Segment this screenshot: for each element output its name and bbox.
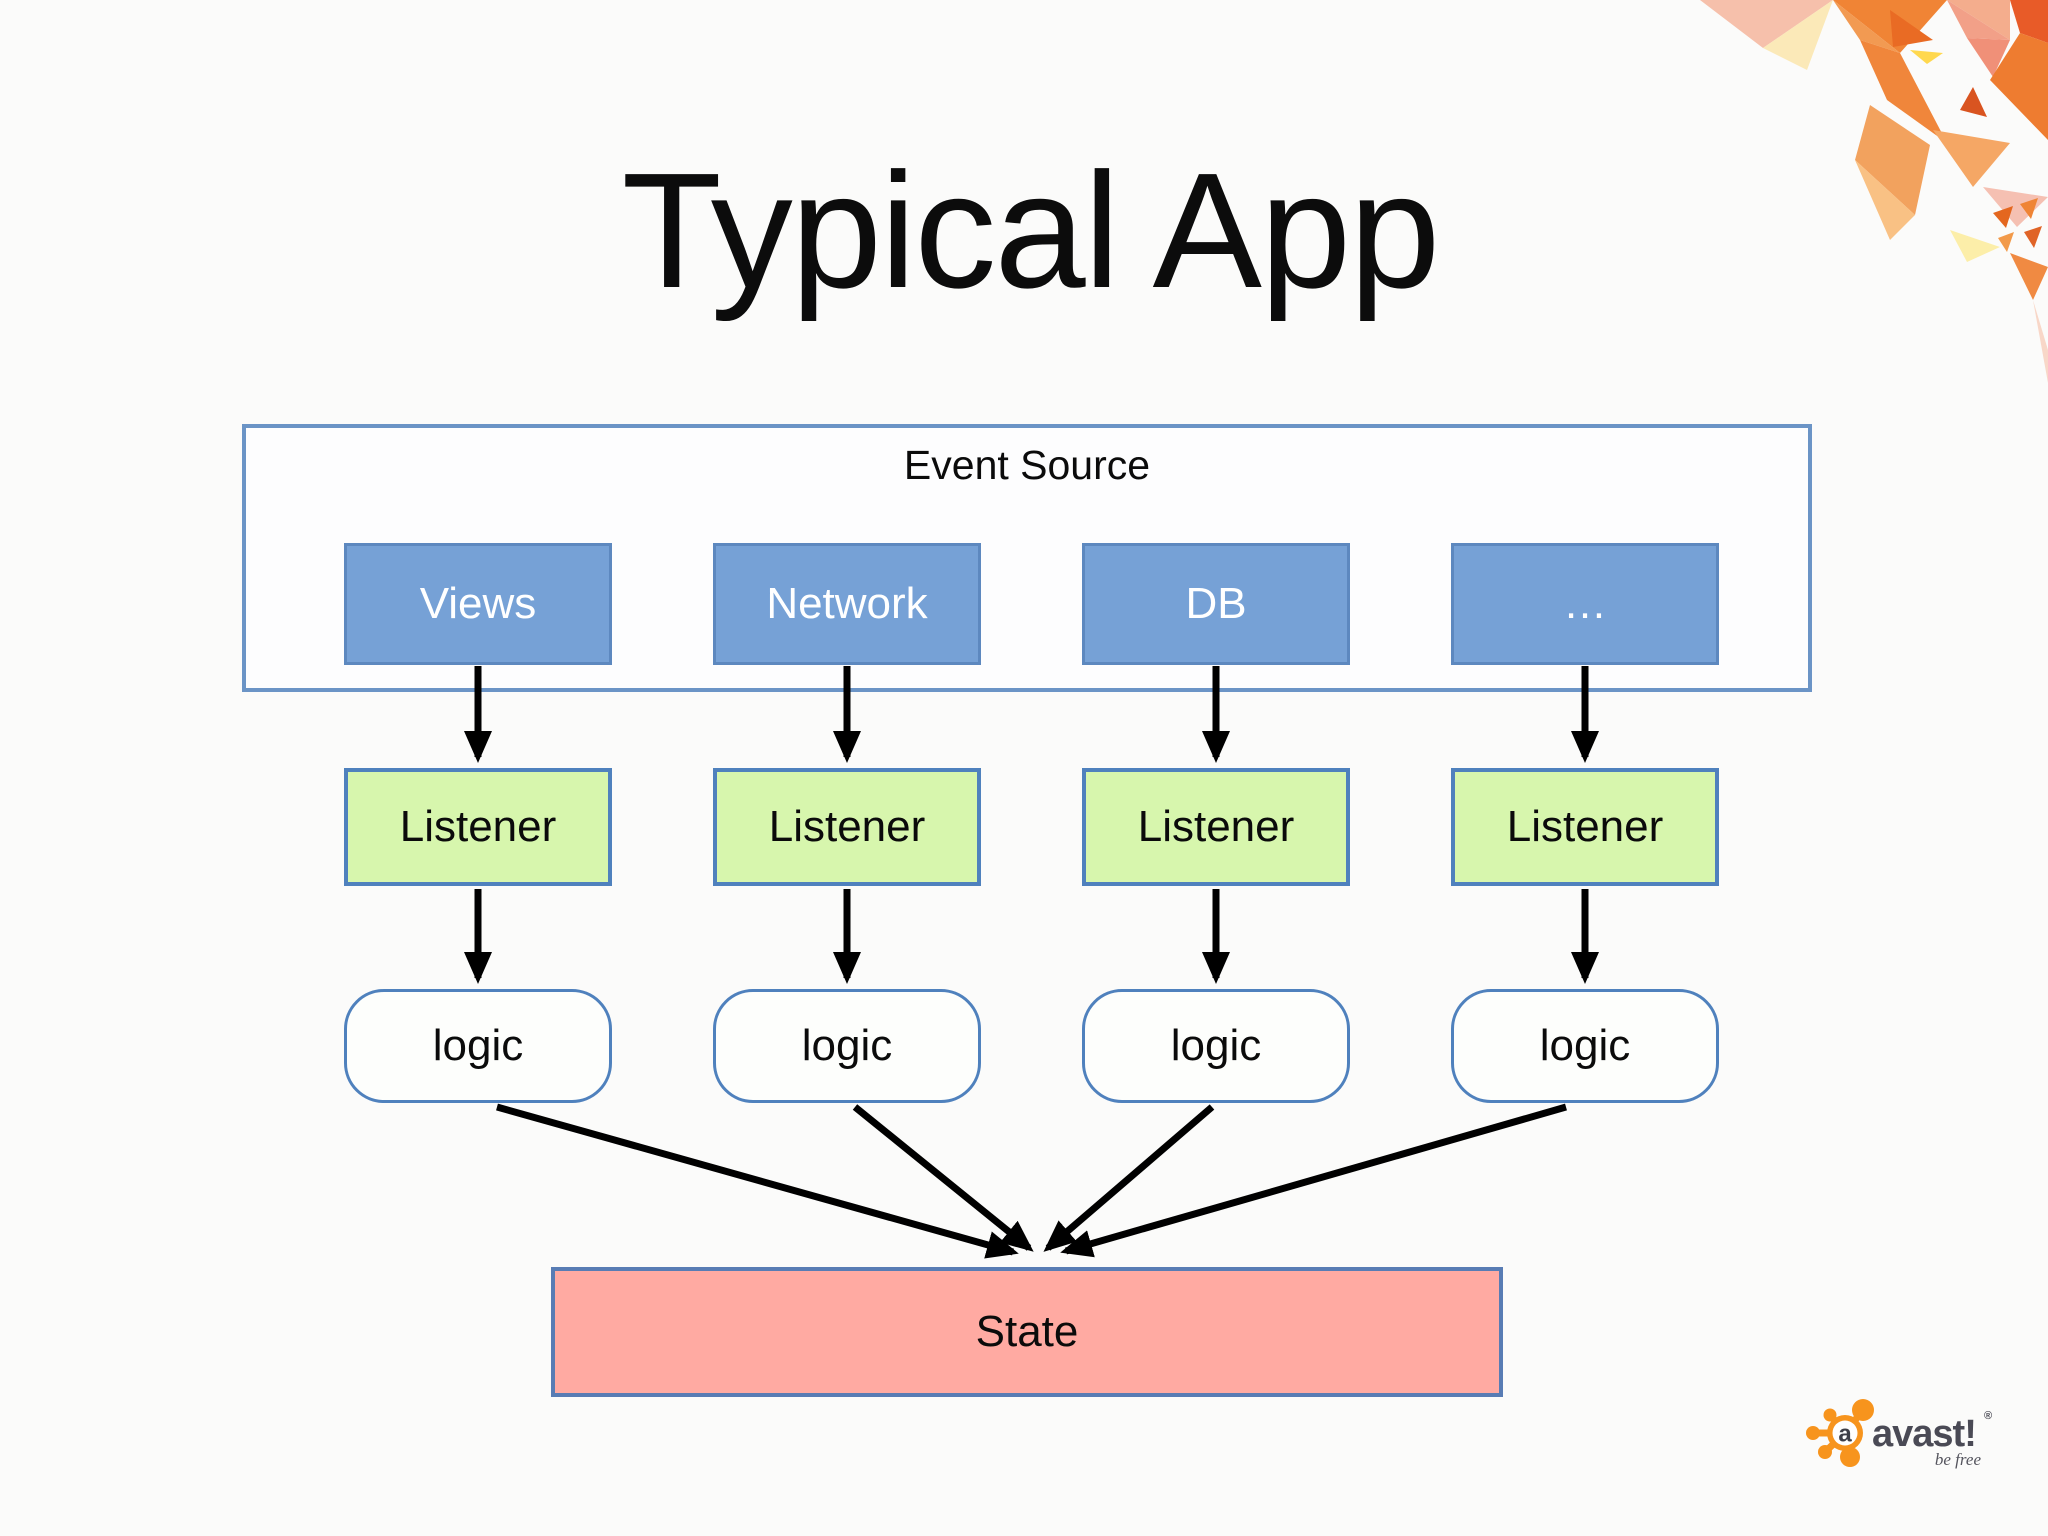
avast-wordmark: avast! — [1872, 1413, 1976, 1455]
state-label: State — [975, 1307, 1079, 1356]
source-label: … — [1563, 579, 1607, 628]
source-label: Network — [766, 579, 928, 628]
source-box-ellipsis: … — [1451, 543, 1719, 665]
listener-label: Listener — [768, 802, 926, 851]
avast-tagline: be free — [1935, 1450, 1982, 1469]
logic-label: logic — [432, 1021, 524, 1070]
avast-logo: a avast! ® be free — [1806, 1399, 1992, 1469]
logic-box: logic — [713, 989, 981, 1103]
listener-box: Listener — [713, 768, 981, 886]
listener-label: Listener — [1506, 802, 1664, 851]
arrow-logic-to-state — [852, 1104, 1034, 1252]
source-label: DB — [1185, 579, 1247, 628]
listener-box: Listener — [344, 768, 612, 886]
state-box: State — [551, 1267, 1503, 1397]
listener-label: Listener — [399, 802, 557, 851]
source-label: Views — [419, 579, 537, 628]
logic-label: logic — [1170, 1021, 1262, 1070]
logic-box: logic — [1451, 989, 1719, 1103]
logic-box: logic — [1082, 989, 1350, 1103]
logic-label: logic — [1539, 1021, 1631, 1070]
logic-label: logic — [801, 1021, 893, 1070]
registered-mark: ® — [1984, 1410, 1992, 1422]
source-box-views: Views — [344, 543, 612, 665]
event-source-label: Event Source — [903, 442, 1151, 488]
arrow-logic-to-state — [1043, 1104, 1215, 1252]
svg-text:a: a — [1838, 1421, 1852, 1448]
source-box-network: Network — [713, 543, 981, 665]
arrow-logic-to-state — [496, 1103, 1019, 1259]
logic-box: logic — [344, 989, 612, 1103]
listener-box: Listener — [1082, 768, 1350, 886]
listener-label: Listener — [1137, 802, 1295, 851]
avast-logo-mark-icon: a — [1806, 1399, 1874, 1467]
listener-box: Listener — [1451, 768, 1719, 886]
source-box-db: DB — [1082, 543, 1350, 665]
page-title: Typical App — [621, 139, 1441, 322]
arrow-logic-to-state — [1060, 1103, 1567, 1258]
